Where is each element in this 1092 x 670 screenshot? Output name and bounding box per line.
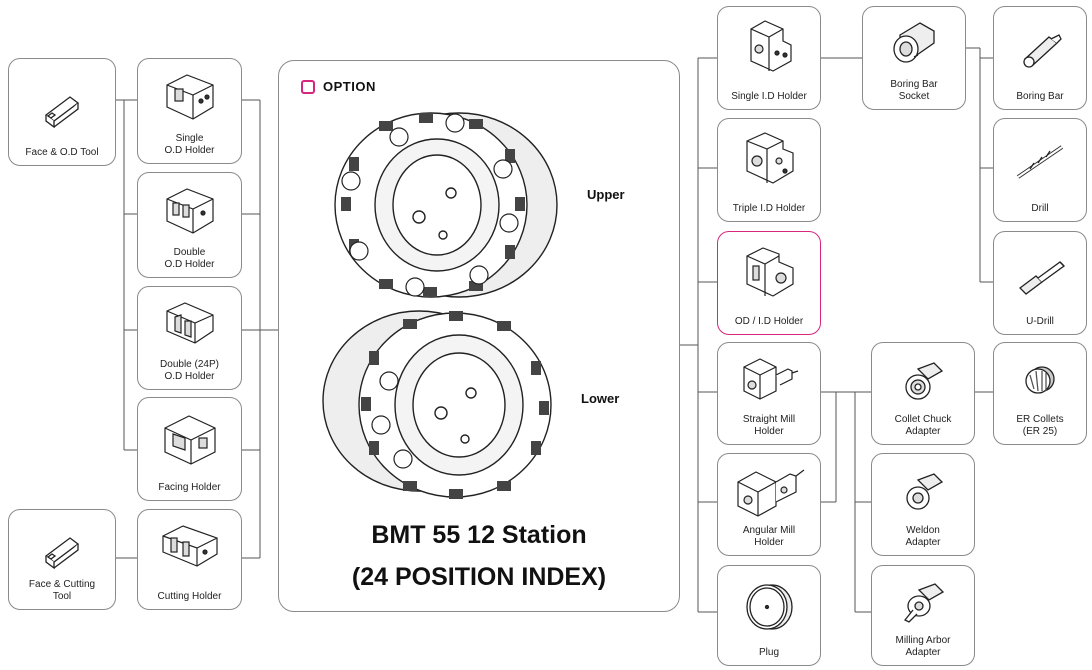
- single-od-holder-icon: [165, 74, 214, 120]
- turret-title: BMT 55 12 Station: [371, 521, 587, 549]
- double-24p-od-holder-icon: [165, 302, 214, 344]
- facing-holder-box[interactable]: Facing Holder: [137, 397, 242, 501]
- cutting-holder-icon: [161, 525, 218, 567]
- lower-turret-image: [322, 310, 552, 499]
- drill-label: Drill: [1031, 203, 1049, 214]
- double-24p-od-holder-box[interactable]: Double (24P)O.D Holder: [137, 286, 242, 390]
- single-id-holder-label: Single I.D Holder: [731, 91, 807, 102]
- facing-holder-label: Facing Holder: [158, 482, 221, 493]
- od-id-holder-box[interactable]: OD / I.D Holder: [717, 231, 821, 335]
- single-id-holder-box[interactable]: Single I.D Holder: [717, 6, 821, 110]
- plug-box[interactable]: Plug: [717, 565, 821, 666]
- double-od-holder-icon: [165, 188, 214, 234]
- cutting-holder-label: Cutting Holder: [157, 591, 222, 602]
- boring-bar-label: Boring Bar: [1016, 91, 1064, 102]
- er-collets-label: ER Collets(ER 25): [1016, 414, 1064, 437]
- u-drill-box[interactable]: U-Drill: [993, 231, 1087, 335]
- milling-arbor-adapter-icon: [903, 583, 945, 623]
- face-od-tool-box[interactable]: Face & O.D Tool: [8, 58, 116, 166]
- straight-mill-holder-icon: [743, 358, 799, 400]
- boring-bar-box[interactable]: Boring Bar: [993, 6, 1087, 110]
- triple-id-holder-box[interactable]: Triple I.D Holder: [717, 118, 821, 222]
- drill-box[interactable]: Drill: [993, 118, 1087, 222]
- face-od-tool-label: Face & O.D Tool: [25, 147, 99, 158]
- boring-bar-socket-icon: [893, 22, 935, 63]
- drill-icon: [1016, 145, 1064, 179]
- er-collets-icon: [1025, 366, 1055, 394]
- option-legend: OPTION: [301, 79, 376, 94]
- u-drill-label: U-Drill: [1026, 316, 1054, 327]
- double-24p-od-holder-label: Double (24P)O.D Holder: [160, 359, 219, 382]
- angular-mill-holder-icon: [737, 469, 805, 517]
- od-id-holder-icon: [746, 247, 794, 297]
- boring-bar-icon: [1023, 34, 1062, 68]
- weldon-adapter-icon: [906, 473, 944, 510]
- single-id-holder-icon: [750, 20, 792, 72]
- upper-turret-image: [334, 112, 558, 298]
- plug-icon: [746, 584, 793, 630]
- turning-tool-icon: [44, 96, 80, 129]
- cutting-tool-icon: [44, 537, 80, 570]
- plug-label: Plug: [758, 647, 779, 658]
- lower-label: Lower: [581, 391, 620, 406]
- cutting-holder-box[interactable]: Cutting Holder: [137, 509, 242, 610]
- triple-id-holder-icon: [746, 132, 794, 184]
- option-legend-label: OPTION: [323, 79, 376, 94]
- er-collets-box[interactable]: ER Collets(ER 25): [993, 342, 1087, 445]
- u-drill-icon: [1019, 261, 1065, 295]
- turret-panel: OPTION Upper: [278, 60, 680, 612]
- option-swatch: [301, 79, 315, 94]
- od-id-holder-label: OD / I.D Holder: [734, 316, 804, 327]
- facing-holder-icon: [163, 415, 216, 465]
- upper-label: Upper: [587, 187, 625, 202]
- collet-chuck-adapter-icon: [905, 362, 944, 400]
- triple-id-holder-label: Triple I.D Holder: [732, 203, 806, 214]
- turret-subtitle: (24 POSITION INDEX): [351, 563, 607, 591]
